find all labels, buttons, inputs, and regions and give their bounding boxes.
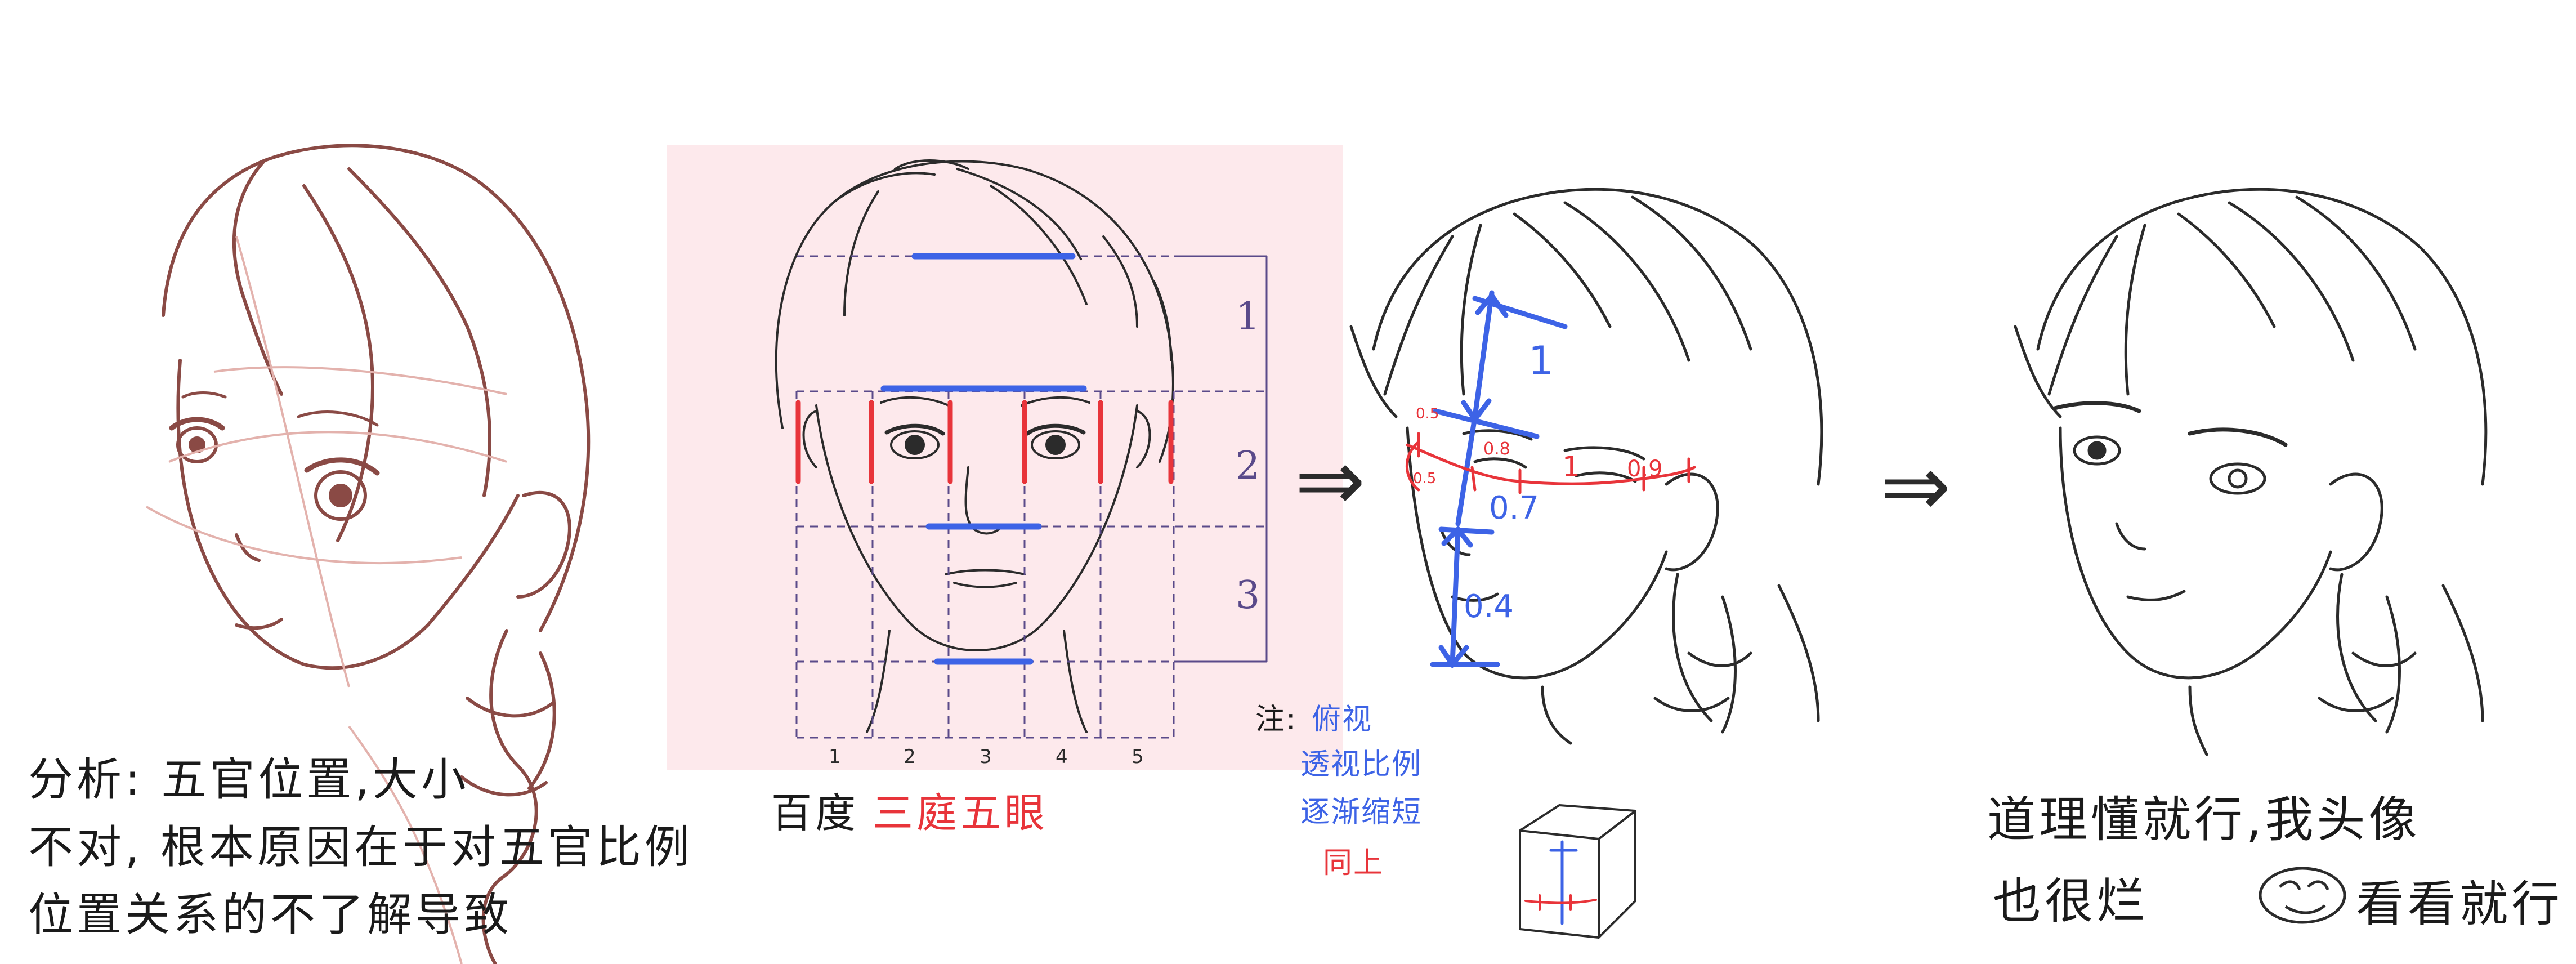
perspective-note-line-1: 俯视 xyxy=(1312,703,1373,737)
analysis-line-1: 分析: 五官位置,大小 xyxy=(28,753,469,806)
col-label-3: 3 xyxy=(980,746,992,768)
reference-red-markers xyxy=(795,400,1174,484)
row-label-1: 1 xyxy=(1236,294,1260,339)
conclusion-line-2a: 也很烂 xyxy=(1993,873,2148,930)
original-construction-lines xyxy=(146,236,507,964)
row-label-2: 2 xyxy=(1236,444,1260,488)
perspective-note-line-4: 同上 xyxy=(1323,846,1384,880)
col-label-1: 1 xyxy=(829,746,841,768)
measured-sketch xyxy=(1349,188,1823,745)
red-measurement xyxy=(1405,432,1696,494)
measure-right-side: 0.9 xyxy=(1627,456,1663,482)
reference-blue-markers xyxy=(880,253,1087,665)
perspective-cube xyxy=(1519,804,1636,939)
analysis-line-3: 位置关系的不了解导致 xyxy=(28,889,512,941)
analysis-line-2: 不对, 根本原因在于对五官比例 xyxy=(28,821,693,873)
measure-left-b: 0.5 xyxy=(1413,470,1437,487)
measure-left-a: 0.5 xyxy=(1416,405,1439,422)
reference-method: 三庭五眼 xyxy=(873,789,1049,837)
reference-grid-frame xyxy=(1174,255,1268,663)
cube-marks xyxy=(1524,840,1597,925)
measure-chin-section: 0.4 xyxy=(1464,588,1514,625)
reference-face xyxy=(775,159,1174,733)
arrow-3: ⇒ xyxy=(1880,438,1951,535)
reference-source: 百度 xyxy=(771,789,860,837)
measure-eye-span: 1 xyxy=(1562,450,1580,483)
perspective-note-line-3: 逐渐缩短 xyxy=(1300,796,1423,829)
measure-top-section: 1 xyxy=(1528,338,1554,384)
col-label-4: 4 xyxy=(1056,746,1068,768)
original-sketch xyxy=(162,144,591,964)
row-label-3: 3 xyxy=(1236,573,1260,618)
perspective-note-prefix: 注: xyxy=(1255,703,1297,737)
reference-panel xyxy=(667,145,1343,770)
emoticon-doodle xyxy=(2259,867,2346,924)
final-sketch xyxy=(2014,188,2488,756)
conclusion-line-1: 道理懂就行,我头像 xyxy=(1987,792,2421,848)
perspective-note-line-2: 透视比例 xyxy=(1300,748,1423,782)
conclusion-line-2b: 看看就行 xyxy=(2356,876,2563,932)
col-label-2: 2 xyxy=(904,746,916,768)
measure-left-c: 0.8 xyxy=(1483,439,1510,459)
measure-nose-section: 0.7 xyxy=(1489,490,1540,526)
arrow-2: ⇒ xyxy=(1295,432,1366,530)
col-label-5: 5 xyxy=(1132,746,1144,768)
